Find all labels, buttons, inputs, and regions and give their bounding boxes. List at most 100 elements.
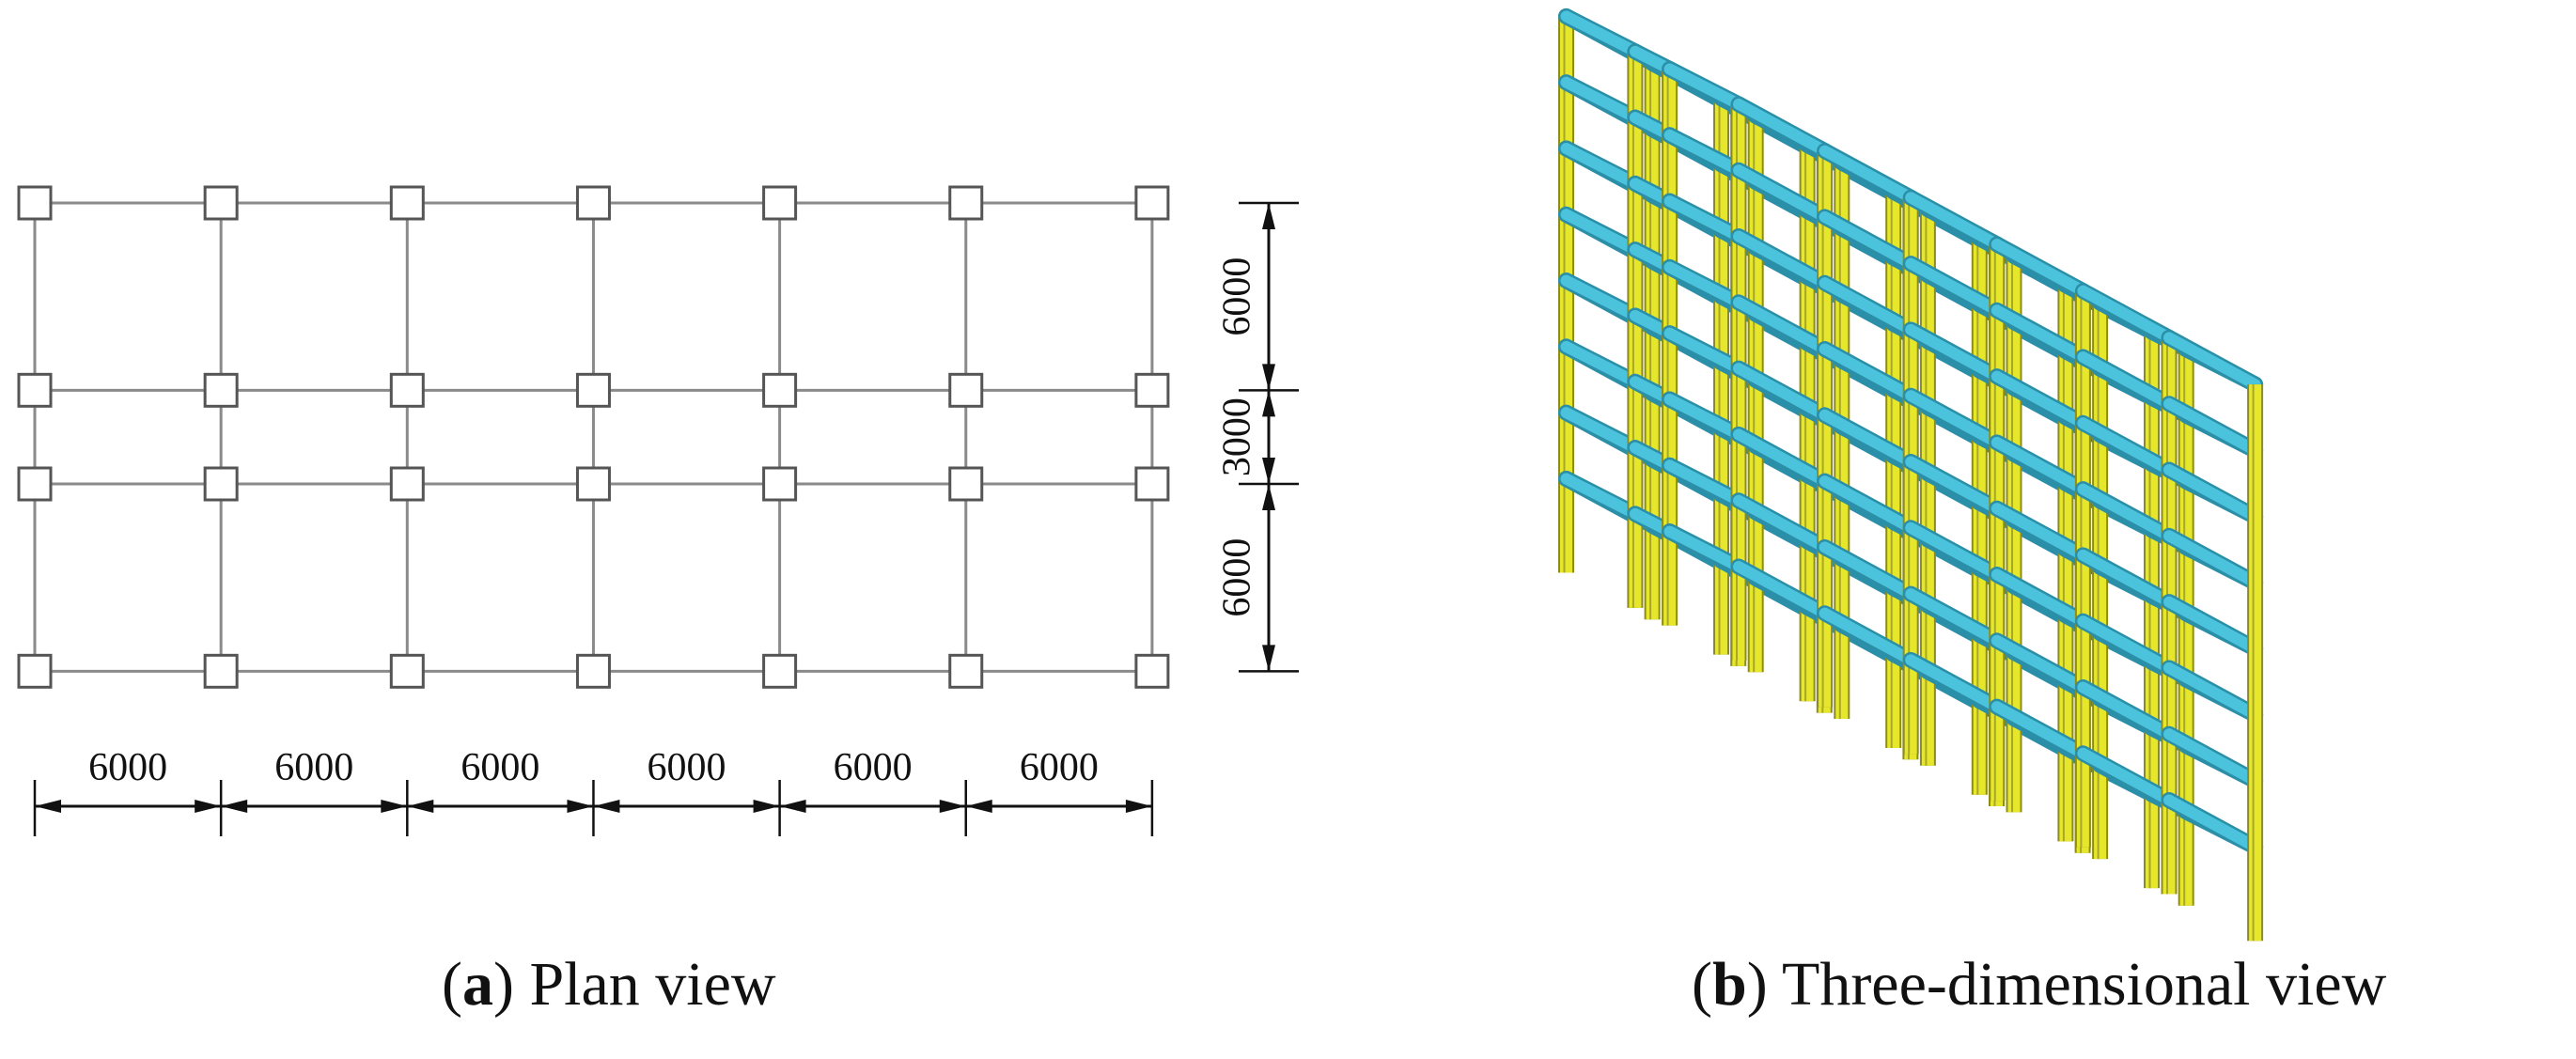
beam-y: [1663, 195, 1744, 242]
column-marker: [575, 466, 611, 502]
dimension-arrow: [195, 800, 222, 813]
column-marker: [389, 372, 425, 408]
dimension-label-x: 6000: [461, 746, 539, 789]
caption-a-letter: a: [461, 950, 493, 1019]
beam-x: [1819, 541, 1917, 600]
beam-y: [1560, 76, 1641, 124]
beam-x: [1819, 343, 1917, 402]
dimension-label-x: 6000: [274, 746, 353, 789]
beam-x: [1991, 239, 2089, 297]
caption-plan-view: (a) Plan view: [442, 950, 776, 1019]
beam-x: [1819, 210, 1917, 270]
beam-x: [1819, 277, 1917, 335]
beam-x: [1905, 192, 2003, 250]
beam-y: [1560, 274, 1641, 321]
caption-a-text: Plan view: [529, 950, 776, 1019]
beam-x: [1733, 494, 1831, 553]
column-marker: [762, 185, 798, 221]
beam-x: [2163, 662, 2261, 721]
dimension-arrow: [567, 800, 594, 813]
column-marker: [17, 185, 53, 221]
column-marker: [948, 185, 984, 221]
dimension-arrow: [593, 800, 620, 813]
column-marker: [203, 653, 239, 689]
dimension-arrow: [753, 800, 780, 813]
column-marker: [948, 466, 984, 502]
beam-x: [1905, 522, 2003, 581]
vertical-dimension-chain: 6000 3000 6000: [1216, 201, 1299, 673]
beam-x: [2163, 464, 2261, 522]
column-marker: [575, 653, 611, 689]
beam-x: [2077, 747, 2175, 806]
column-marker: [762, 372, 798, 408]
column-marker: [575, 372, 611, 408]
beam-y: [1560, 340, 1641, 388]
beam-x: [1905, 588, 2003, 646]
beam-x: [2077, 351, 2175, 410]
beam-x: [1905, 654, 2003, 713]
dimension-arrow: [1262, 364, 1275, 391]
beam-y: [1560, 473, 1641, 520]
column-marker: [948, 653, 984, 689]
plan-grid-lines: [33, 201, 1154, 673]
beam-x: [2077, 285, 2175, 344]
beam-x: [2077, 417, 2175, 475]
dimension-label-y: 3000: [1216, 397, 1259, 476]
beam-x: [1733, 164, 1831, 223]
beam-x: [2077, 615, 2175, 674]
beam-x: [1991, 503, 2089, 561]
dimension-arrow: [939, 800, 966, 813]
column-marker: [203, 185, 239, 221]
beam-x: [1905, 456, 2003, 515]
dimension-label-y: 6000: [1216, 257, 1259, 336]
beam-x: [1819, 607, 1917, 666]
caption-b-letter: b: [1711, 950, 1747, 1019]
column-marker: [17, 466, 53, 502]
dimension-label-y: 6000: [1216, 538, 1259, 617]
beam-x: [1991, 370, 2089, 429]
column-marker: [203, 372, 239, 408]
beam-x: [1905, 390, 2003, 448]
dimension-arrow: [1262, 457, 1275, 484]
beam-y: [1560, 209, 1641, 256]
column-marker: [389, 185, 425, 221]
beam-x: [1733, 561, 1831, 619]
beam-y: [1663, 327, 1744, 375]
caption-b-text: Three-dimensional view: [1782, 950, 2387, 1019]
beam-y: [1663, 129, 1744, 177]
beam-x: [2077, 483, 2175, 542]
beam-y: [1663, 63, 1744, 110]
dimension-arrow: [407, 800, 434, 813]
dimension-arrow: [221, 800, 248, 813]
dimension-arrow: [35, 800, 61, 813]
beam-x: [2163, 596, 2261, 655]
dimension-label-x: 6000: [88, 746, 167, 789]
beam-x: [2163, 728, 2261, 786]
beam-x: [1819, 409, 1917, 468]
dimension-arrow: [1125, 800, 1152, 813]
beam-x: [1991, 568, 2089, 628]
beam-x: [1905, 323, 2003, 382]
beam-y: [1663, 394, 1744, 441]
column-marker: [948, 372, 984, 408]
beam-x: [1733, 363, 1831, 421]
dimension-arrow: [1262, 203, 1275, 229]
beam-x: [1991, 634, 2089, 693]
dimension-arrow: [1262, 483, 1275, 510]
dimension-arrow: [779, 800, 806, 813]
column-marker: [389, 653, 425, 689]
beam-x: [1819, 475, 1917, 534]
dimension-arrow: [1262, 645, 1275, 672]
column-marker: [1134, 372, 1170, 408]
beam-x: [1991, 701, 2089, 759]
column-marker: [17, 653, 53, 689]
beam-y: [1663, 525, 1744, 572]
beam-x: [2163, 397, 2261, 457]
beam-y: [1560, 407, 1641, 454]
column-marker: [762, 466, 798, 502]
beam-x: [1991, 304, 2089, 363]
column-marker: [575, 185, 611, 221]
beam-y: [1560, 143, 1641, 190]
dimension-arrow: [965, 800, 992, 813]
